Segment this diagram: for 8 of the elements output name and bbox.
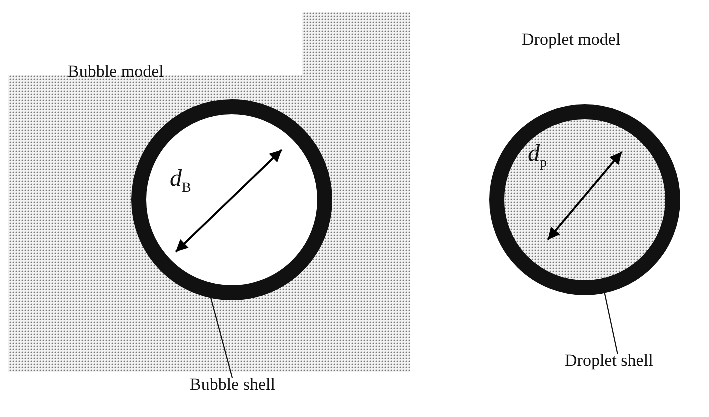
shell-ring [490,104,680,296]
leader-line [604,293,618,354]
part-label: Droplet shell [565,352,654,371]
diameter-label: d$_{B}$ [170,166,192,196]
diameter-label: d$_{p}$ [528,141,547,172]
part-label: Bubble shell [190,376,276,395]
model-title: Droplet model [522,31,621,50]
model-title: Bubble model [68,63,164,82]
